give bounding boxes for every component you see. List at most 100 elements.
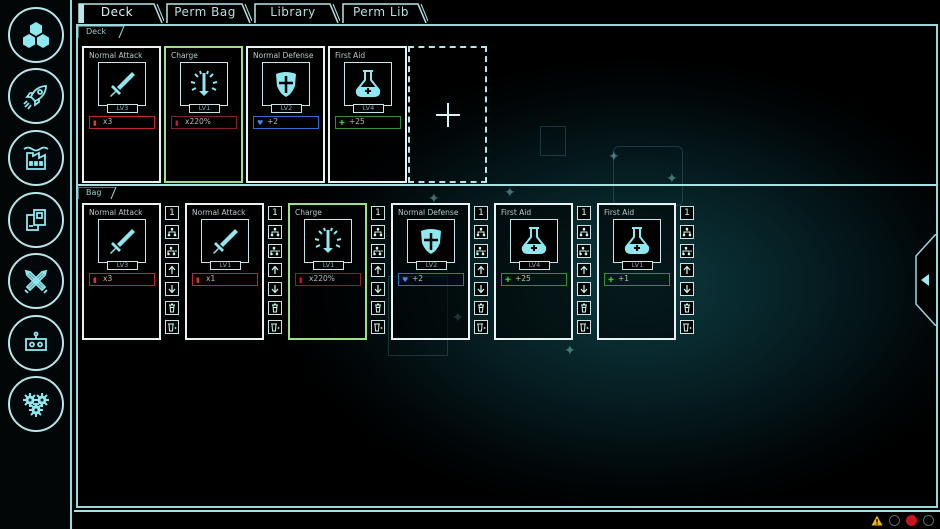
status-dot-empty-icon[interactable] <box>889 515 900 526</box>
deck-card[interactable]: Normal Attack LV3 ▮x3 <box>82 46 161 183</box>
card-art <box>407 219 455 263</box>
tree-plus-icon <box>476 246 486 256</box>
card-stat-value: x220% <box>185 117 211 126</box>
tab-label: Perm Bag <box>174 5 236 19</box>
card-level: LV2 <box>416 261 447 270</box>
card-stat: ✚+25 <box>501 273 567 286</box>
delete-to-button[interactable] <box>165 320 179 334</box>
card-stat-value: +1 <box>618 274 630 283</box>
add-card-slot[interactable] <box>408 46 487 183</box>
card-art <box>344 62 392 106</box>
rocket-icon <box>23 85 47 110</box>
expand-panel-handle[interactable] <box>912 233 936 327</box>
move-down-button[interactable] <box>680 282 694 296</box>
delete-to-button[interactable] <box>577 320 591 334</box>
card-art <box>180 62 228 106</box>
deck-card[interactable]: Charge LV1 ▮x220% <box>164 46 243 183</box>
card-level: LV3 <box>107 104 138 113</box>
tab-label: Deck <box>100 5 134 19</box>
status-dot-red-icon[interactable] <box>906 515 917 526</box>
sidebar <box>0 0 72 529</box>
upgrade-tree-plus-button[interactable] <box>268 244 282 258</box>
tab-deck[interactable]: Deck <box>78 2 164 24</box>
card-stat: ✚+1 <box>604 273 670 286</box>
card-name: Charge <box>171 51 198 60</box>
delete-to-button[interactable] <box>268 320 282 334</box>
upgrade-tree-button[interactable] <box>577 225 591 239</box>
sidebar-item-rocket[interactable] <box>8 68 64 124</box>
sparkle-icon: ✦ <box>564 343 576 359</box>
trash-icon <box>581 303 587 313</box>
upgrade-tree-plus-button[interactable] <box>371 244 385 258</box>
upgrade-tree-button[interactable] <box>268 225 282 239</box>
attack-icon: ▮ <box>299 276 303 284</box>
upgrade-tree-plus-button[interactable] <box>474 244 488 258</box>
card-name: Normal Attack <box>89 51 143 60</box>
sidebar-item-robot[interactable] <box>8 315 64 371</box>
arrow-up-icon <box>580 265 588 274</box>
upgrade-tree-button[interactable] <box>371 225 385 239</box>
move-down-button[interactable] <box>371 282 385 296</box>
sidebar-item-settings[interactable] <box>8 376 64 432</box>
card-stat-value: x3 <box>103 117 113 126</box>
upgrade-tree-plus-button[interactable] <box>680 244 694 258</box>
delete-button[interactable] <box>577 301 591 315</box>
move-up-button[interactable] <box>371 263 385 277</box>
bag-card[interactable]: Normal Defense LV2 ♥+2 <box>391 203 470 340</box>
tab-perm-lib[interactable]: Perm Lib <box>342 2 428 24</box>
bag-card[interactable]: First Aid LV4 ✚+25 <box>494 203 573 340</box>
upgrade-tree-button[interactable] <box>680 225 694 239</box>
delete-button[interactable] <box>165 301 179 315</box>
sidebar-item-battle[interactable] <box>8 253 64 309</box>
label-shape <box>78 187 117 200</box>
delete-to-button[interactable] <box>474 320 488 334</box>
arrow-down-icon <box>477 285 485 294</box>
tab-library[interactable]: Library <box>254 2 340 24</box>
move-up-button[interactable] <box>474 263 488 277</box>
upgrade-tree-plus-button[interactable] <box>577 244 591 258</box>
move-down-button[interactable] <box>577 282 591 296</box>
bag-label-text: Bag <box>86 188 102 197</box>
bag-card[interactable]: Normal Attack LV3 ▮x3 <box>82 203 161 340</box>
upgrade-tree-plus-button[interactable] <box>165 244 179 258</box>
tree-icon <box>270 227 280 237</box>
delete-button[interactable] <box>268 301 282 315</box>
delete-to-button[interactable] <box>371 320 385 334</box>
move-up-button[interactable] <box>680 263 694 277</box>
tab-perm-bag[interactable]: Perm Bag <box>166 2 252 24</box>
move-up-button[interactable] <box>165 263 179 277</box>
card-actions: 1 <box>474 206 488 339</box>
delete-button[interactable] <box>474 301 488 315</box>
upgrade-tree-button[interactable] <box>165 225 179 239</box>
bag-card[interactable]: Normal Attack LV1 ▮x1 <box>185 203 264 340</box>
move-down-button[interactable] <box>268 282 282 296</box>
count-badge: 1 <box>268 206 282 220</box>
delete-to-button[interactable] <box>680 320 694 334</box>
sidebar-item-cards[interactable] <box>8 192 64 248</box>
deck-card[interactable]: First Aid LV4 ✚+25 <box>328 46 407 183</box>
status-icons <box>871 515 934 526</box>
move-up-button[interactable] <box>577 263 591 277</box>
move-down-button[interactable] <box>165 282 179 296</box>
bag-card[interactable]: Charge LV1 ▮x220% <box>288 203 367 340</box>
card-actions: 1 <box>577 206 591 339</box>
sidebar-item-hexes[interactable] <box>8 7 64 63</box>
warning-icon[interactable] <box>871 515 883 526</box>
sidebar-item-factory[interactable] <box>8 130 64 186</box>
delete-button[interactable] <box>371 301 385 315</box>
upgrade-tree-button[interactable] <box>474 225 488 239</box>
arrow-down-icon <box>168 285 176 294</box>
trash-move-icon <box>271 323 280 332</box>
factory-icon <box>23 146 49 170</box>
card-name: Normal Defense <box>398 208 459 217</box>
card-stat-value: +25 <box>515 274 531 283</box>
move-up-button[interactable] <box>268 263 282 277</box>
tree-icon <box>579 227 589 237</box>
bag-card[interactable]: First Aid LV1 ✚+1 <box>597 203 676 340</box>
move-down-button[interactable] <box>474 282 488 296</box>
status-dot-empty-icon[interactable] <box>923 515 934 526</box>
deck-card[interactable]: Normal Defense LV2 ♥+2 <box>246 46 325 183</box>
trash-move-icon <box>477 323 486 332</box>
delete-button[interactable] <box>680 301 694 315</box>
card-name: First Aid <box>335 51 366 60</box>
